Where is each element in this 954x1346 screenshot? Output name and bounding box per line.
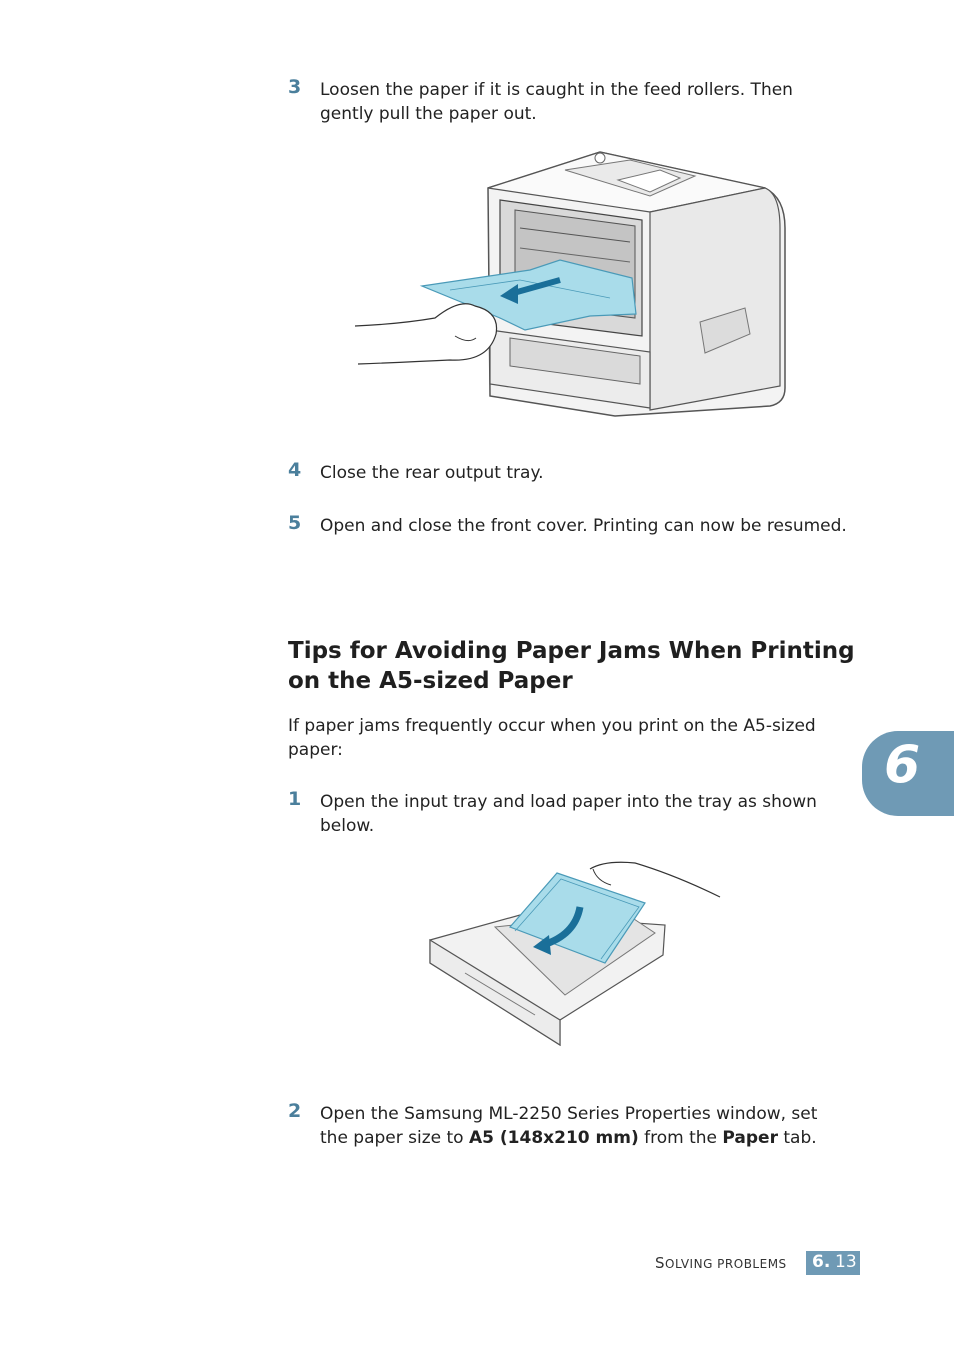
step-1: 1 Open the input tray and load paper int… xyxy=(288,788,848,838)
section-heading: Tips for Avoiding Paper Jams When Printi… xyxy=(288,638,855,694)
step-number: 2 xyxy=(288,1100,302,1122)
step-5: 5 Open and close the front cover. Printi… xyxy=(288,512,848,538)
printer-jam-illustration xyxy=(354,151,786,417)
paper-tab-name: Paper xyxy=(722,1128,778,1148)
step-text: Loosen the paper if it is caught in the … xyxy=(320,80,793,124)
page-chapter: 6. xyxy=(812,1252,831,1272)
step-number: 1 xyxy=(288,788,302,810)
footer-initial: S xyxy=(655,1254,666,1272)
step-text: Open and close the front cover. Printing… xyxy=(320,516,847,536)
footer-rest: OLVING PROBLEMS xyxy=(665,1257,787,1271)
step-text: Open the Samsung ML-2250 Series Properti… xyxy=(320,1102,848,1150)
step-text: Close the rear output tray. xyxy=(320,463,544,483)
step-text-part: tab. xyxy=(777,1128,817,1148)
paper-tray-illustration xyxy=(429,861,721,1047)
step-number: 4 xyxy=(288,459,302,481)
step-2: 2 Open the Samsung ML-2250 Series Proper… xyxy=(288,1100,848,1150)
step-4: 4 Close the rear output tray. xyxy=(288,459,848,485)
step-text: Open the input tray and load paper into … xyxy=(320,792,817,836)
step-text-part: Open the Samsung ML-2250 Series Properti… xyxy=(320,1104,818,1148)
footer-section-title: SOLVING PROBLEMS xyxy=(655,1254,787,1272)
chapter-tab: 6 xyxy=(862,731,954,816)
page-number: 13 xyxy=(835,1252,857,1272)
chapter-number: 6 xyxy=(884,735,921,795)
step-number: 3 xyxy=(288,76,302,98)
page-number-box: 6. 13 xyxy=(806,1251,860,1275)
step-3: 3 Loosen the paper if it is caught in th… xyxy=(288,76,848,126)
paper-size-value: A5 (148x210 mm) xyxy=(469,1128,639,1148)
step-number: 5 xyxy=(288,512,302,534)
section-intro: If paper jams frequently occur when you … xyxy=(288,716,816,760)
step-text-part: from the xyxy=(638,1128,723,1148)
